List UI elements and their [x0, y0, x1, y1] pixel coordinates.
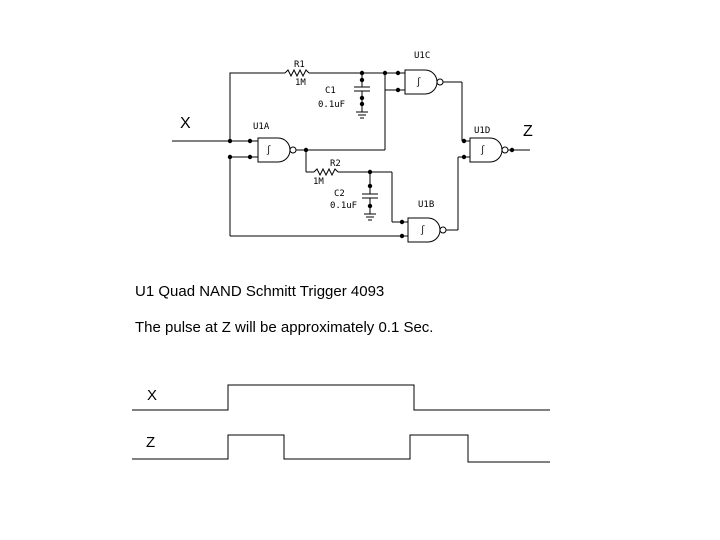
u1c-schmitt-symbol: ∫: [416, 77, 421, 88]
input-x-label: X: [180, 115, 191, 132]
timing-diagram: X Z: [132, 384, 550, 463]
u1a-schmitt-symbol: ∫: [266, 145, 271, 156]
u1d-schmitt-symbol: ∫: [480, 145, 485, 156]
waveform-x: [132, 384, 550, 411]
u1c-label: U1C: [414, 51, 430, 61]
gate-u1a: [172, 90, 408, 237]
r1-name: R1: [294, 60, 305, 70]
c2-name: C2: [334, 189, 345, 199]
c1-value: 0.1uF: [318, 100, 345, 110]
waveform-z: [132, 434, 550, 463]
r1-value: 1M: [295, 78, 306, 88]
u1b-label: U1B: [418, 200, 434, 210]
u1b-schmitt-symbol: ∫: [420, 225, 425, 236]
c1-name: C1: [325, 86, 336, 96]
timing-z-label: Z: [146, 434, 155, 451]
r2-name: R2: [330, 159, 341, 169]
r2-c2-network: [306, 167, 408, 223]
gate-u1c: [395, 69, 470, 142]
output-z-label: Z: [523, 123, 533, 140]
r2-value: 1M: [313, 177, 324, 187]
u1a-label: U1A: [253, 122, 270, 132]
c2-value: 0.1uF: [330, 201, 357, 211]
caption-line-2: The pulse at Z will be approximately 0.1…: [135, 319, 433, 336]
caption-line-1: U1 Quad NAND Schmitt Trigger 4093: [135, 283, 384, 300]
r1-resistor: [284, 68, 310, 78]
gate-u1b: [399, 156, 470, 243]
gate-u1d: [461, 137, 530, 163]
u1d-label: U1D: [474, 126, 490, 136]
timing-x-label: X: [147, 387, 157, 404]
r1-c1-network: [229, 68, 405, 133]
r2-resistor: [313, 167, 339, 177]
